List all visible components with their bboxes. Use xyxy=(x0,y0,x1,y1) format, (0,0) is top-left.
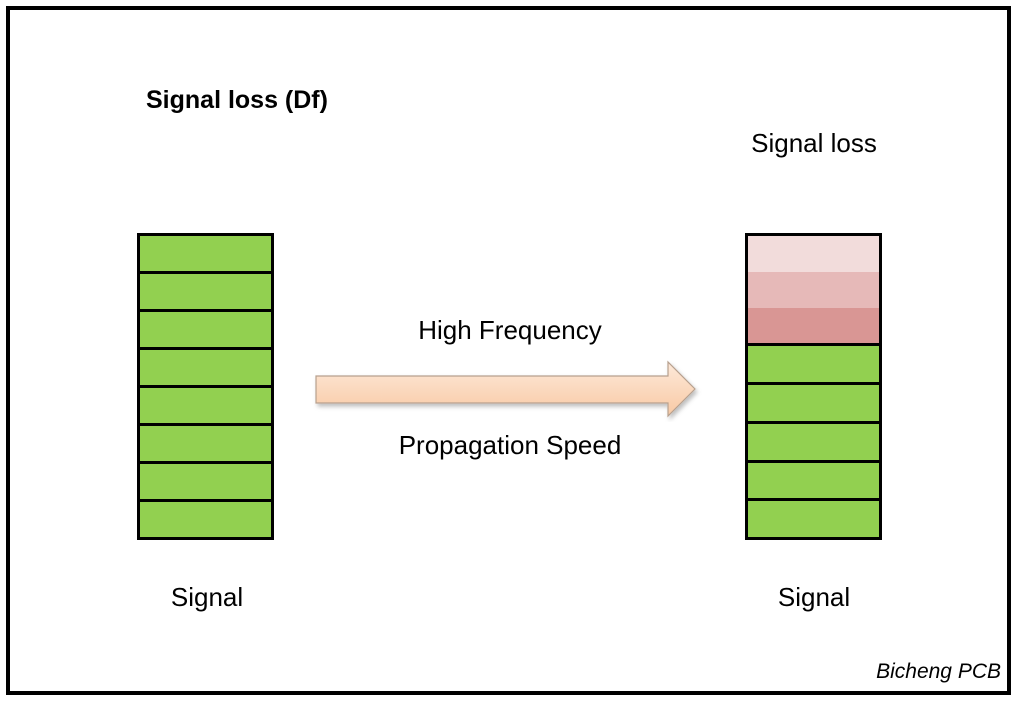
right-segment-loss xyxy=(748,271,879,308)
propagation-arrow-icon xyxy=(315,360,696,418)
right-segment-loss xyxy=(748,307,879,344)
diagram-frame xyxy=(6,6,1011,695)
left-segment-signal xyxy=(140,502,271,537)
propagation-speed-label: Propagation Speed xyxy=(398,430,622,460)
signal-caption-left: Signal xyxy=(170,582,244,612)
high-frequency-label: High Frequency xyxy=(418,315,602,345)
right-segment-signal xyxy=(748,385,879,421)
right-segment-signal xyxy=(748,462,879,499)
left-segment-signal xyxy=(140,426,271,461)
signal-bar-left xyxy=(137,233,274,540)
left-segment-signal xyxy=(140,388,271,423)
right-segment-loss xyxy=(748,236,879,272)
left-segment-signal xyxy=(140,274,271,309)
left-segment-signal xyxy=(140,350,271,385)
watermark: Bicheng PCB xyxy=(876,660,1001,683)
signal-caption-right: Signal xyxy=(777,582,851,612)
right-segment-signal xyxy=(748,346,879,382)
left-segment-signal xyxy=(140,312,271,347)
diagram-title: Signal loss (Df) xyxy=(146,86,328,114)
right-segment-signal xyxy=(748,501,879,537)
signal-loss-label: Signal loss xyxy=(751,128,877,158)
left-segment-signal xyxy=(140,236,271,271)
left-segment-signal xyxy=(140,464,271,499)
signal-bar-right xyxy=(745,233,882,540)
right-segment-signal xyxy=(748,423,879,460)
